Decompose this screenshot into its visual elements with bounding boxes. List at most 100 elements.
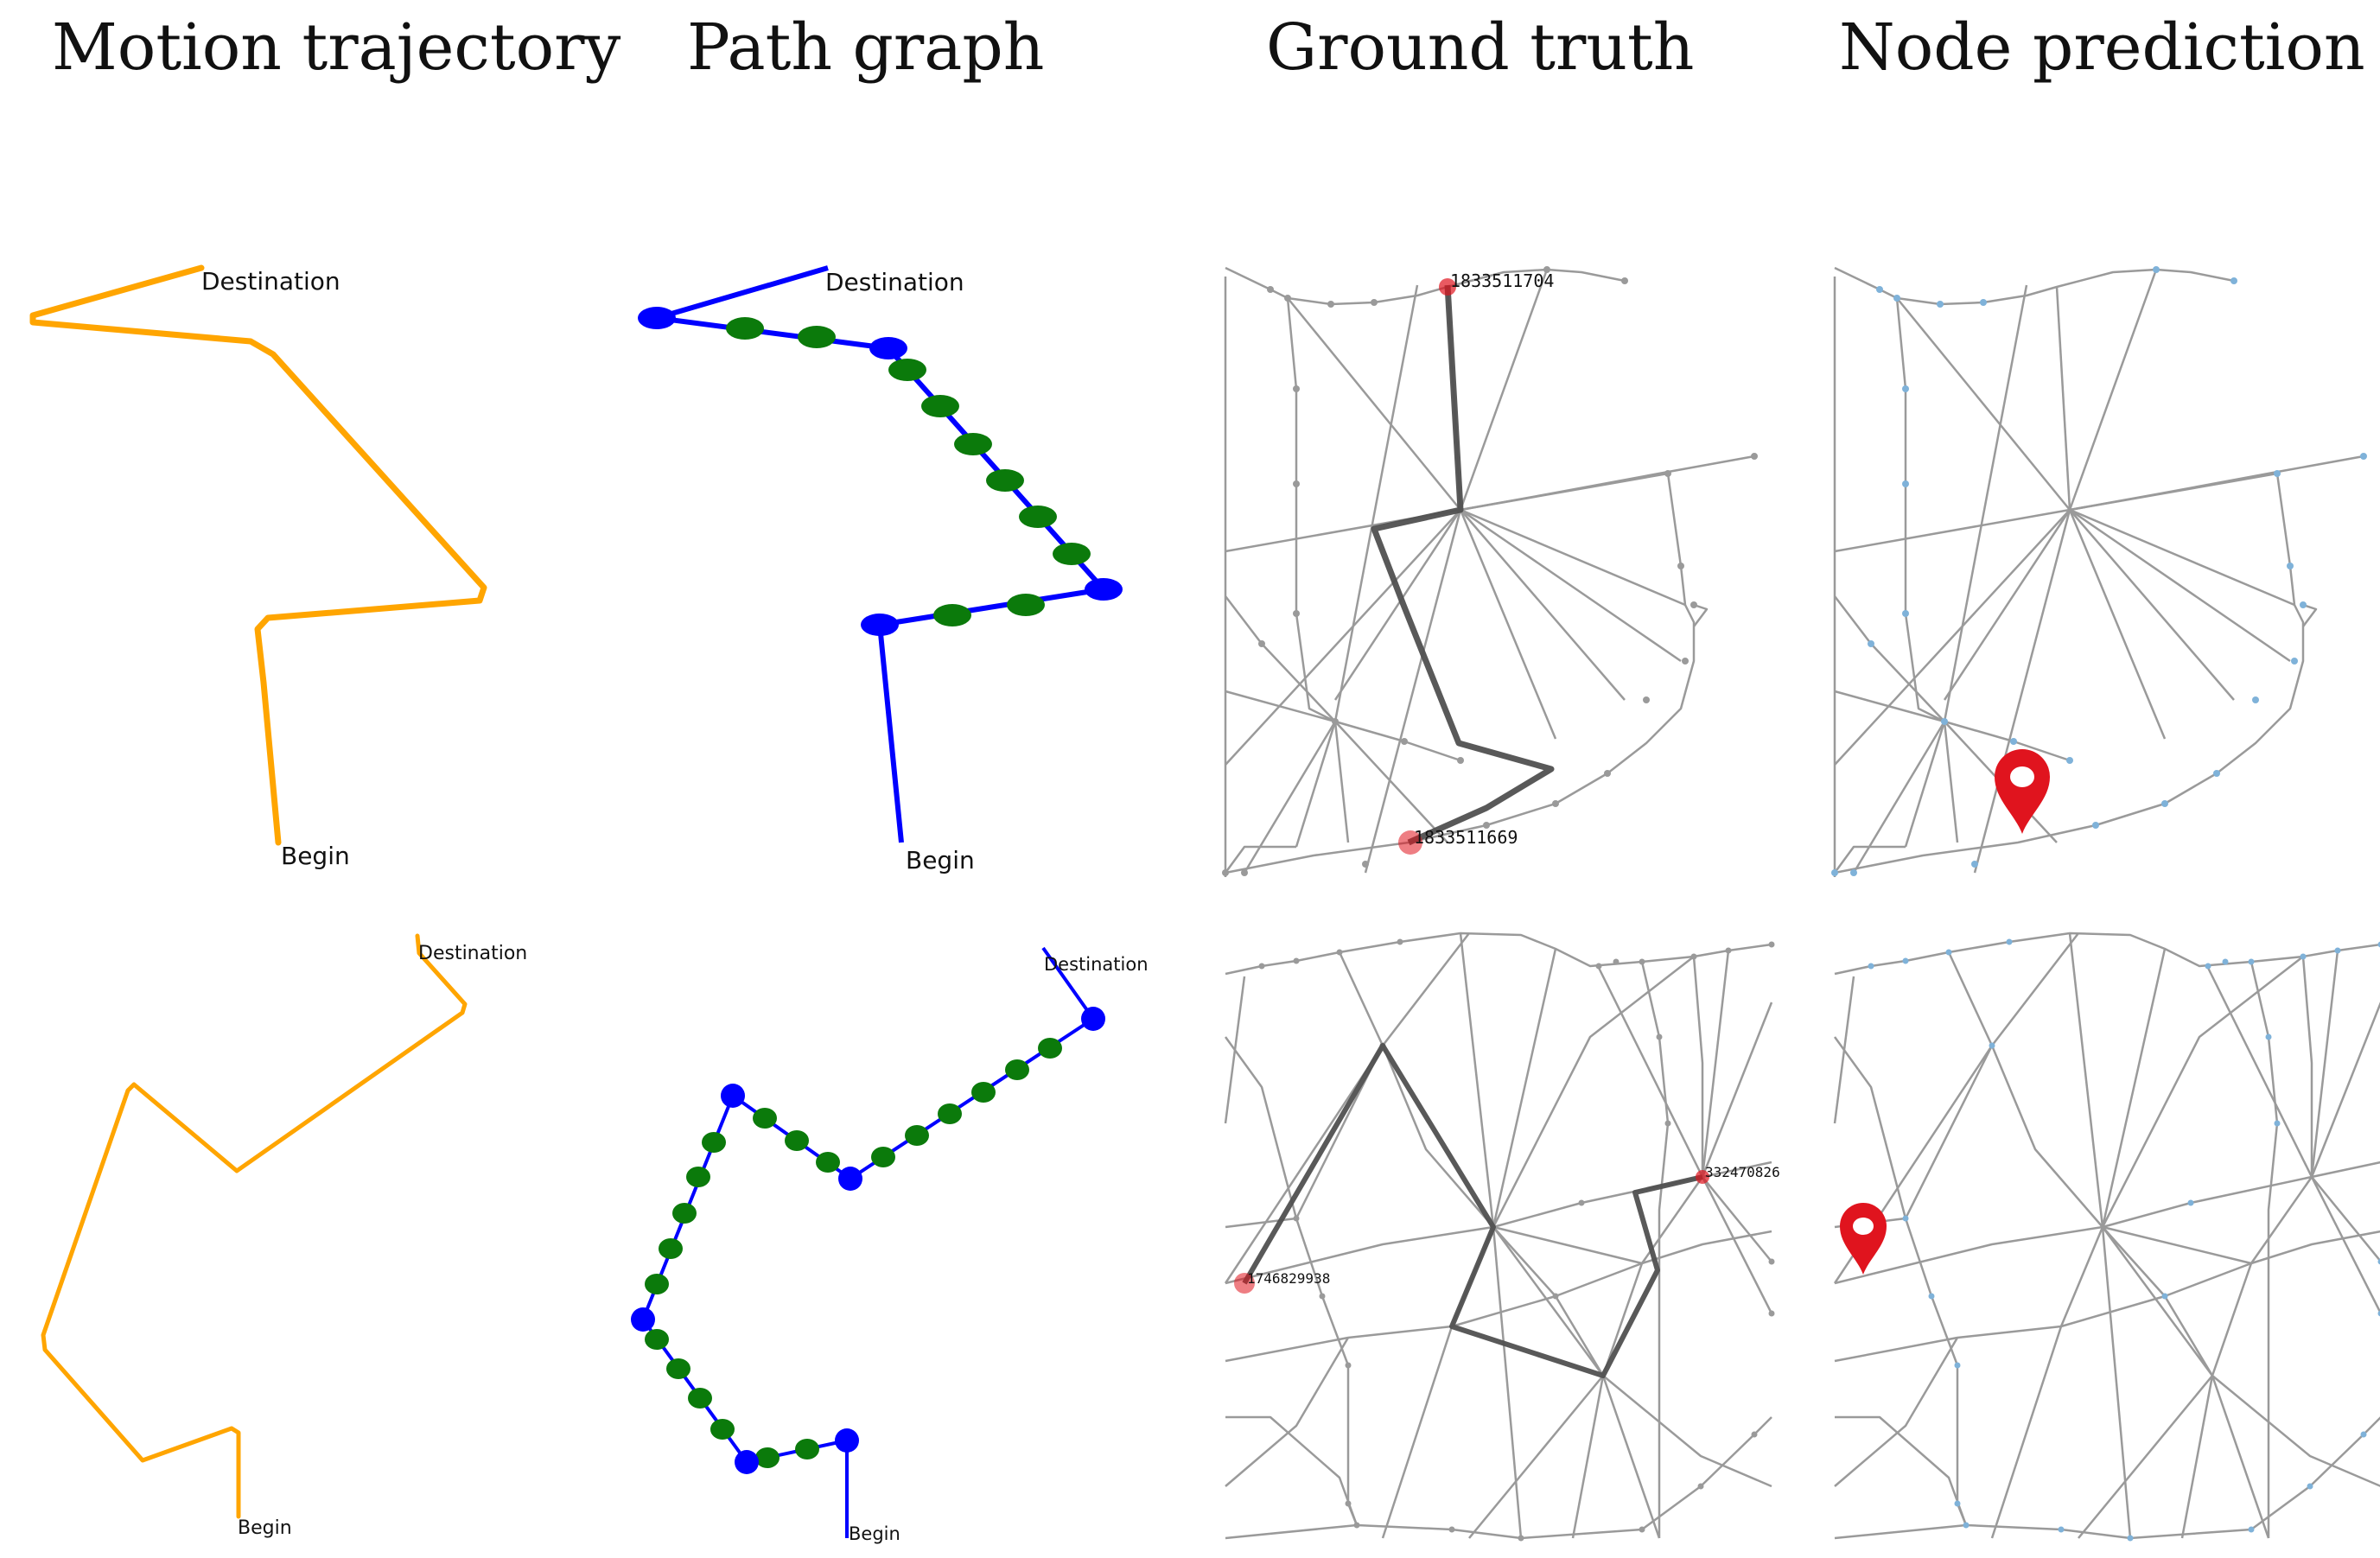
road-node [1639, 1526, 1645, 1533]
row1-path-begin-label: Begin [906, 846, 975, 874]
road-segment [1896, 297, 2071, 511]
row1-ground-truth-route [1371, 284, 1555, 846]
road-node [1457, 757, 1464, 764]
row2-node-prediction-panel [1833, 932, 2380, 1542]
road-node [2058, 1526, 2065, 1533]
road-node [2377, 1310, 2380, 1317]
road-segment [2211, 1375, 2270, 1539]
road-node [1284, 295, 1291, 302]
road-segment [1702, 1176, 1772, 1262]
path-midpoint [798, 326, 836, 348]
road-segment [2301, 956, 2313, 1177]
road-node [1552, 1293, 1559, 1300]
path-midpoint [710, 1419, 735, 1440]
path-node [721, 1084, 745, 1108]
road-node [2377, 941, 2380, 948]
road-node [1336, 949, 1343, 956]
road-node [2274, 1120, 2281, 1127]
row2-motion-trajectory-panel: Destination Begin [41, 933, 527, 1539]
road-node [1677, 563, 1684, 569]
road-node [1643, 696, 1650, 703]
path-node [1081, 1007, 1105, 1031]
road-segment [2101, 1226, 2214, 1377]
road-node [1902, 1215, 1909, 1222]
road-segment [1904, 1045, 1994, 1219]
path-midpoint [785, 1130, 809, 1151]
road-node [1371, 299, 1378, 306]
road-node [1697, 1483, 1704, 1490]
road-segment [2310, 1002, 2380, 1178]
path-midpoint [1038, 1038, 1062, 1059]
road-node [2291, 658, 2298, 665]
road-node [2287, 563, 2294, 569]
row1-path-destination-label: Destination [825, 268, 964, 296]
road-node [2334, 947, 2341, 954]
path-node [735, 1450, 759, 1474]
road-node [1768, 1310, 1775, 1317]
road-segment [1640, 961, 1670, 1538]
road-segment [1834, 266, 2235, 306]
road-segment [1460, 508, 1682, 663]
row1-trajectory-destination-label: Destination [201, 267, 340, 296]
path-midpoint [688, 1388, 712, 1409]
road-node [1902, 480, 1909, 487]
road-node [1397, 938, 1403, 945]
road-segment [1225, 1161, 1772, 1285]
road-segment [1834, 1161, 2380, 1285]
road-node [2274, 470, 2281, 477]
path-midpoint [933, 604, 971, 626]
path-midpoint [921, 395, 959, 417]
road-segment [1492, 1226, 1605, 1377]
road-node [2360, 1431, 2367, 1438]
road-segment [1943, 509, 2071, 701]
road-node [1751, 453, 1758, 460]
road-segment [1459, 269, 1549, 511]
road-node [1258, 963, 1265, 970]
road-node [1902, 957, 1909, 964]
path-midpoint [645, 1329, 669, 1350]
row1-destination-node-marker [1439, 278, 1456, 296]
road-node [1267, 286, 1274, 293]
row1-path-midpoints [726, 317, 1091, 626]
road-node [2092, 822, 2099, 829]
path-midpoint [1005, 1059, 1029, 1080]
row2-destination-node-marker [1696, 1170, 1709, 1184]
road-segment [1835, 1415, 1968, 1526]
road-node [1222, 869, 1229, 876]
road-segment [1225, 595, 1448, 843]
road-segment [1224, 976, 1246, 1124]
path-midpoint [645, 1274, 669, 1294]
road-segment [1834, 1337, 1959, 1487]
road-node [2252, 696, 2259, 703]
row1-begin-node-marker [1398, 830, 1422, 855]
road-node [1293, 610, 1300, 617]
road-segment [1468, 1375, 1604, 1539]
row2-begin-node-id: 1746829938 [1247, 1270, 1330, 1287]
road-node [1552, 800, 1559, 807]
road-node [2153, 266, 2160, 273]
road-segment [1834, 473, 2305, 874]
row1-destination-node-id: 1833511704 [1450, 270, 1554, 291]
road-segment [2101, 956, 2304, 1228]
row2-destination-node-id: 332470826 [1705, 1164, 1780, 1180]
road-segment [1460, 508, 1686, 607]
road-node [2377, 1258, 2380, 1265]
road-node [1989, 1042, 1995, 1049]
road-node [1690, 953, 1697, 960]
road-segment [2101, 1226, 2132, 1539]
row1-trajectory-begin-label: Begin [281, 842, 350, 870]
road-node [1401, 738, 1408, 745]
road-segment [1597, 967, 1704, 1178]
road-segment [2068, 932, 2104, 1228]
path-midpoint [755, 1447, 780, 1468]
road-node [1448, 1526, 1455, 1533]
road-node [1893, 295, 1900, 302]
road-segment [1834, 690, 2071, 762]
row2-ground-truth-route [1242, 1043, 1703, 1378]
path-midpoint [905, 1125, 929, 1146]
road-segment [1460, 509, 1626, 701]
road-node [1483, 822, 1490, 829]
path-node [838, 1167, 862, 1191]
path-midpoint [888, 359, 926, 381]
road-segment [1225, 1416, 1772, 1540]
